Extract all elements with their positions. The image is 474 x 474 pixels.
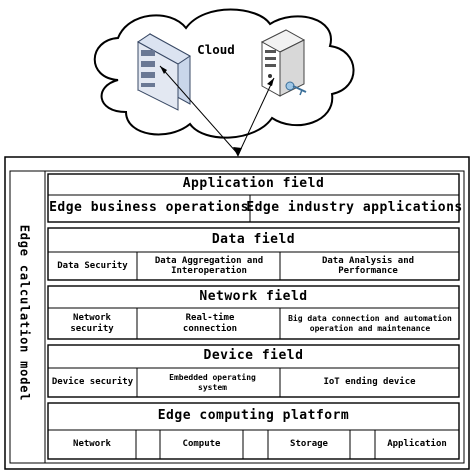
platform-cell-storage: Storage	[290, 439, 328, 450]
network-field-title: Network field	[199, 288, 308, 304]
connection-arrows	[159, 65, 275, 157]
platform-cell-compute: Compute	[182, 439, 221, 450]
data-field-title: Data field	[211, 231, 296, 247]
application-field-title: Application field	[182, 176, 325, 192]
application-cell-2: Edge industry applications	[246, 200, 463, 216]
cloud-label: Cloud	[197, 41, 235, 57]
network-cell-3: Big data connection and automation opera…	[288, 314, 452, 333]
platform-cell-application: Application	[387, 439, 447, 450]
data-cell-1: Data Security	[57, 260, 128, 271]
cloud-shape	[93, 8, 355, 139]
model-frame	[4, 156, 470, 470]
server-computer-icon	[260, 29, 307, 97]
network-cell-2: Real-time connection	[182, 313, 238, 334]
model-label-container: Edge calculation model	[6, 178, 42, 448]
platform-title: Edge computing platform	[157, 408, 350, 424]
key-icon	[285, 81, 307, 96]
server-rack-icon	[137, 33, 191, 111]
device-cell-2: Embedded operating system	[169, 373, 256, 392]
model-inner-frame	[9, 170, 465, 464]
network-cell-1: Network security	[70, 313, 114, 334]
device-field-title: Device field	[203, 348, 304, 364]
platform-cell-network: Network	[73, 439, 111, 450]
model-label: Edge calculation model	[17, 224, 32, 402]
application-cell-1: Edge business operations	[49, 200, 249, 216]
device-cell-1: Device security	[51, 377, 134, 388]
data-cell-3: Data Analysis and Performance	[321, 255, 415, 276]
device-cell-3: IoT ending device	[323, 377, 416, 388]
data-cell-2: Data Aggregation and Interoperation	[154, 255, 264, 276]
